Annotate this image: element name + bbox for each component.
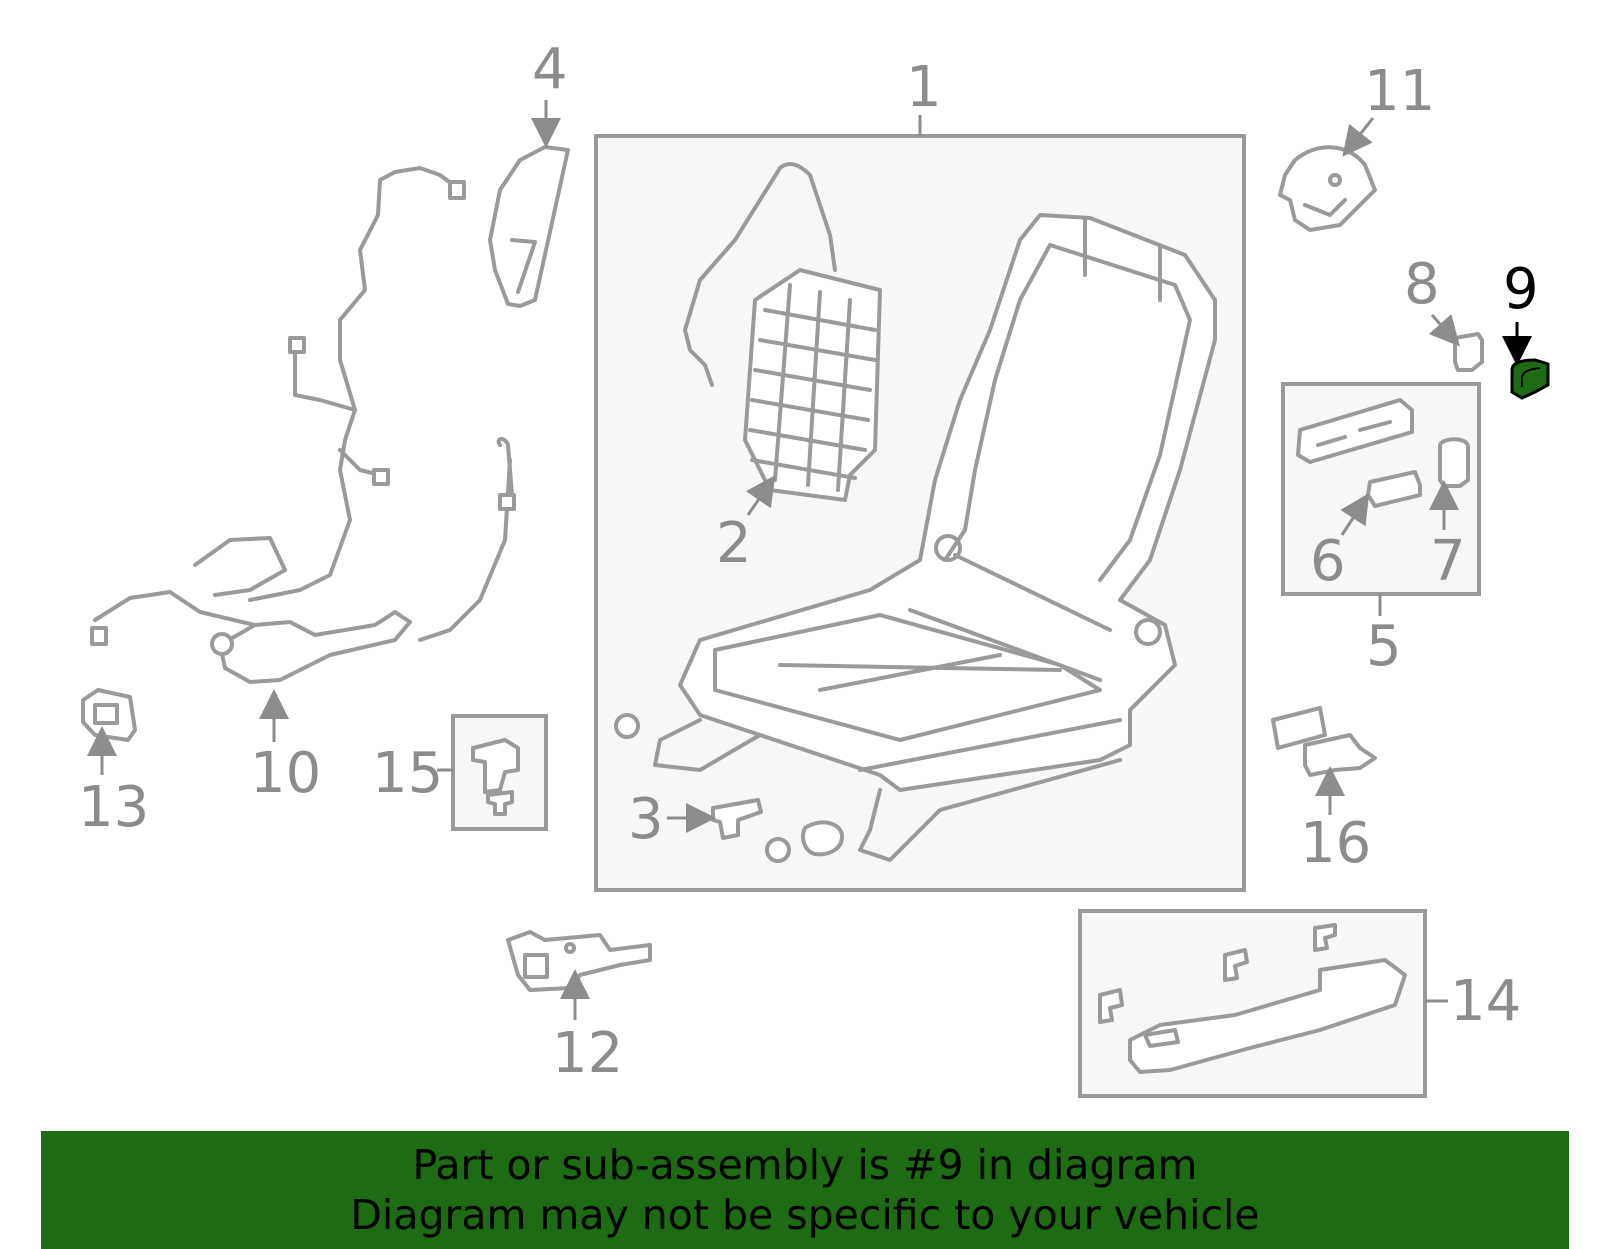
callout-2: 2 <box>716 511 752 576</box>
callout-5: 5 <box>1366 614 1402 679</box>
banner-line-part-number: Part or sub-assembly is #9 in diagram <box>412 1141 1198 1189</box>
callout-11: 11 <box>1364 59 1435 124</box>
callout-16: 16 <box>1300 811 1371 876</box>
knob-9-part[interactable] <box>1510 358 1550 400</box>
callout-15: 15 <box>372 741 443 806</box>
seat-heater-mat-part[interactable] <box>683 162 882 502</box>
side-cover-4-part[interactable] <box>488 145 570 308</box>
bracket-12-part[interactable] <box>506 930 652 992</box>
switch-knob-7-part[interactable] <box>1438 437 1470 488</box>
banner-background <box>41 1131 1569 1249</box>
seat-frame-part[interactable] <box>653 213 1217 862</box>
callout-10: 10 <box>250 741 321 806</box>
cap-13-part[interactable] <box>81 688 137 742</box>
knob-8-part[interactable] <box>1453 332 1484 372</box>
bracket-16-part[interactable] <box>1271 706 1377 777</box>
callout-7: 7 <box>1430 529 1466 594</box>
callout-9-selected: 9 <box>1503 257 1539 322</box>
leader-lines <box>87 100 1532 1020</box>
info-banner: Part or sub-assembly is #9 in diagram Di… <box>41 1131 1569 1249</box>
callout-12: 12 <box>552 1021 623 1086</box>
recliner-cover-11-part[interactable] <box>1278 145 1377 232</box>
clip-15-part[interactable] <box>471 738 520 816</box>
callout-14: 14 <box>1450 969 1521 1034</box>
nut-part[interactable] <box>614 713 844 863</box>
callout-13: 13 <box>78 775 149 840</box>
callout-8: 8 <box>1404 252 1440 317</box>
callout-3: 3 <box>628 787 664 852</box>
callout-4: 4 <box>532 37 568 102</box>
callout-6: 6 <box>1310 529 1346 594</box>
trim-5-part[interactable] <box>1296 398 1414 464</box>
harness-10-part[interactable] <box>90 166 516 684</box>
side-cover-14-part[interactable] <box>1098 923 1407 1074</box>
callout-1: 1 <box>906 55 942 120</box>
banner-line-disclaimer: Diagram may not be specific to your vehi… <box>350 1191 1260 1239</box>
